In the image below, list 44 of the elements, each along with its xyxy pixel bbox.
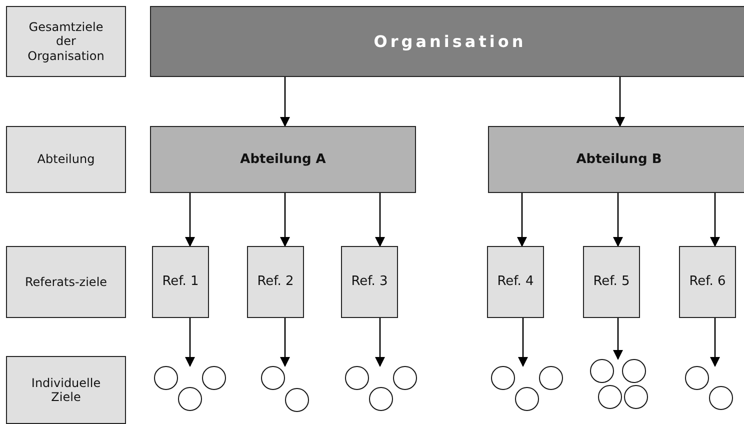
level-label-box: Individuelle Ziele: [6, 356, 126, 424]
goal-circle: [598, 385, 622, 409]
arrow: [518, 318, 528, 367]
goal-circle: [491, 366, 515, 390]
goal-circle: [709, 386, 733, 410]
arrow: [280, 318, 290, 367]
arrow: [613, 318, 623, 360]
org-unit-box: Ref. 4: [487, 246, 544, 318]
goal-circle: [369, 387, 393, 411]
goal-circle: [202, 366, 226, 390]
goal-circle: [515, 387, 539, 411]
goal-circle: [261, 366, 285, 390]
arrow: [185, 318, 195, 367]
org-unit-box: Ref. 6: [679, 246, 736, 318]
arrow: [615, 77, 625, 127]
level-label-box: Gesamtziele der Organisation: [6, 6, 126, 77]
arrow: [375, 193, 385, 247]
level-label-box: Referats-ziele: [6, 246, 126, 318]
org-unit-box: Abteilung B: [488, 126, 744, 193]
goal-circle: [154, 366, 178, 390]
org-unit-box: Ref. 3: [341, 246, 398, 318]
arrow: [185, 193, 195, 247]
org-unit-box: Ref. 2: [247, 246, 304, 318]
arrow: [375, 318, 385, 367]
goal-circle: [393, 366, 417, 390]
org-unit-box: Organisation: [150, 6, 744, 77]
goal-circle: [590, 359, 614, 383]
goal-circle: [345, 366, 369, 390]
org-unit-box: Abteilung A: [150, 126, 416, 193]
goal-circle: [539, 366, 563, 390]
arrow: [710, 193, 720, 247]
arrow: [613, 193, 623, 247]
org-unit-box: Ref. 1: [152, 246, 209, 318]
goal-circle: [285, 388, 309, 412]
goal-circle: [624, 385, 648, 409]
arrow: [280, 193, 290, 247]
goal-circle: [685, 366, 709, 390]
org-unit-box: Ref. 5: [583, 246, 640, 318]
arrow: [517, 193, 527, 247]
arrow: [280, 77, 290, 127]
goal-circle: [622, 359, 646, 383]
level-label-box: Abteilung: [6, 126, 126, 193]
goal-circle: [178, 387, 202, 411]
arrow: [710, 318, 720, 367]
